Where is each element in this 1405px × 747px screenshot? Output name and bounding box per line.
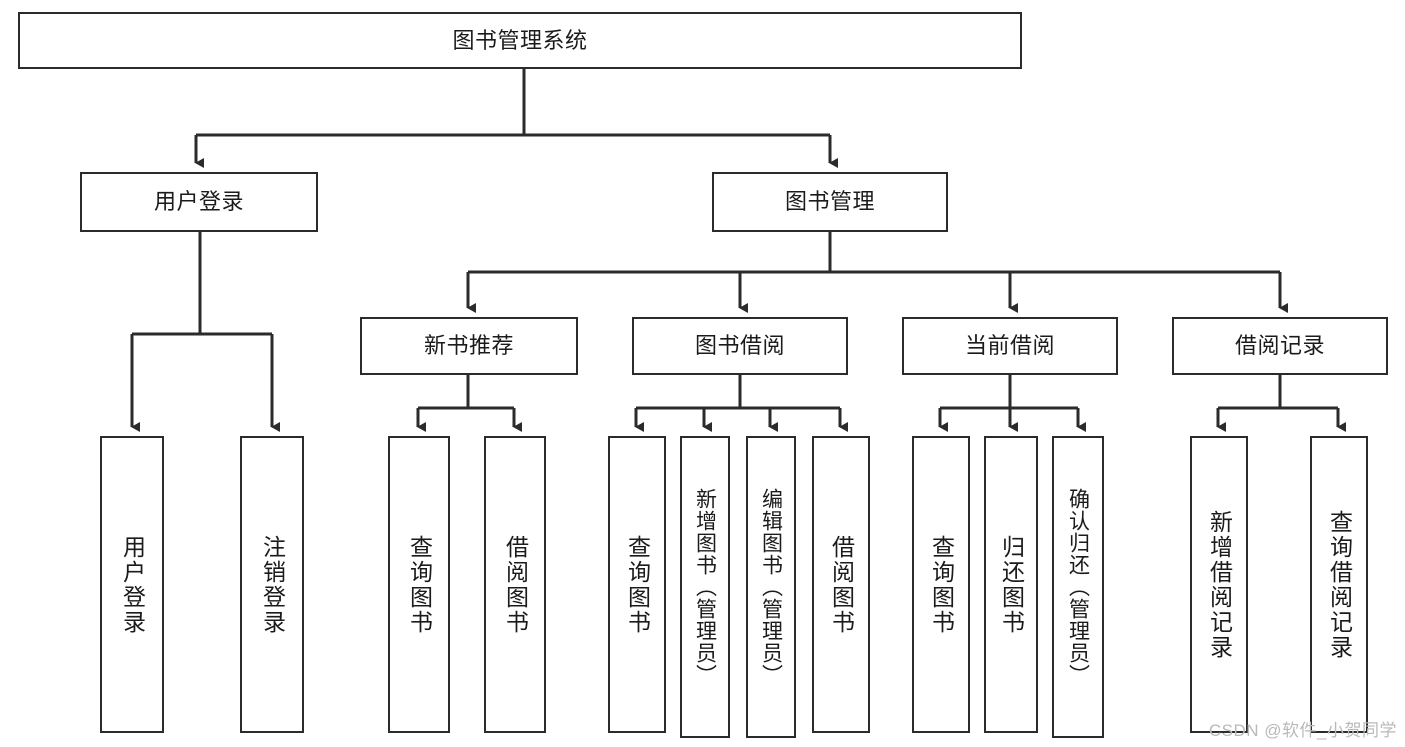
node-leaf-borrow-book-2[interactable]: 借阅图书 bbox=[812, 436, 870, 733]
node-label-leaf-add-book-admin: 新增图书（管理员） bbox=[693, 488, 717, 686]
node-leaf-confirm-return-admin[interactable]: 确认归还（管理员） bbox=[1052, 436, 1104, 738]
node-root[interactable]: 图书管理系统 bbox=[18, 12, 1022, 69]
node-label-leaf-borrow-book-2: 借阅图书 bbox=[828, 534, 855, 635]
node-leaf-logout-login[interactable]: 注销登录 bbox=[240, 436, 304, 733]
node-label-leaf-add-borrow-record: 新增借阅记录 bbox=[1206, 509, 1233, 660]
node-label-leaf-return-book: 归还图书 bbox=[998, 534, 1025, 635]
csdn-watermark: CSDN @软件_小贺同学 bbox=[1208, 721, 1397, 740]
node-label-leaf-query-book-1: 查询图书 bbox=[406, 534, 433, 635]
node-label-leaf-edit-book-admin: 编辑图书（管理员） bbox=[759, 488, 783, 686]
node-label-new-book-recommend: 新书推荐 bbox=[423, 333, 514, 359]
node-user-login[interactable]: 用户登录 bbox=[80, 172, 318, 232]
node-label-leaf-confirm-return-admin: 确认归还（管理员） bbox=[1066, 488, 1090, 686]
node-label-leaf-borrow-book-1: 借阅图书 bbox=[502, 534, 529, 635]
node-book-borrow[interactable]: 图书借阅 bbox=[632, 317, 848, 375]
node-leaf-query-book-1[interactable]: 查询图书 bbox=[388, 436, 450, 733]
node-label-current-borrow: 当前借阅 bbox=[964, 333, 1055, 359]
node-book-manage[interactable]: 图书管理 bbox=[712, 172, 948, 232]
node-borrow-record[interactable]: 借阅记录 bbox=[1172, 317, 1388, 375]
node-leaf-add-book-admin[interactable]: 新增图书（管理员） bbox=[680, 436, 730, 738]
node-label-user-login: 用户登录 bbox=[153, 189, 244, 215]
node-label-leaf-query-book-2: 查询图书 bbox=[624, 534, 651, 635]
node-leaf-query-borrow-record[interactable]: 查询借阅记录 bbox=[1310, 436, 1368, 733]
node-label-root: 图书管理系统 bbox=[452, 27, 588, 53]
node-label-leaf-query-book-3: 查询图书 bbox=[928, 534, 955, 635]
node-current-borrow[interactable]: 当前借阅 bbox=[902, 317, 1118, 375]
node-label-book-manage: 图书管理 bbox=[784, 189, 875, 215]
node-label-book-borrow: 图书借阅 bbox=[694, 333, 785, 359]
node-label-leaf-user-login: 用户登录 bbox=[119, 534, 146, 635]
node-leaf-user-login[interactable]: 用户登录 bbox=[100, 436, 164, 733]
node-leaf-borrow-book-1[interactable]: 借阅图书 bbox=[484, 436, 546, 733]
node-label-borrow-record: 借阅记录 bbox=[1234, 333, 1325, 359]
node-new-book-recommend[interactable]: 新书推荐 bbox=[360, 317, 578, 375]
node-leaf-edit-book-admin[interactable]: 编辑图书（管理员） bbox=[746, 436, 796, 738]
node-label-leaf-query-borrow-record: 查询借阅记录 bbox=[1326, 509, 1353, 660]
node-leaf-query-book-3[interactable]: 查询图书 bbox=[912, 436, 970, 733]
node-leaf-return-book[interactable]: 归还图书 bbox=[984, 436, 1038, 733]
node-leaf-add-borrow-record[interactable]: 新增借阅记录 bbox=[1190, 436, 1248, 733]
node-label-leaf-logout-login: 注销登录 bbox=[259, 534, 286, 635]
node-leaf-query-book-2[interactable]: 查询图书 bbox=[608, 436, 666, 733]
